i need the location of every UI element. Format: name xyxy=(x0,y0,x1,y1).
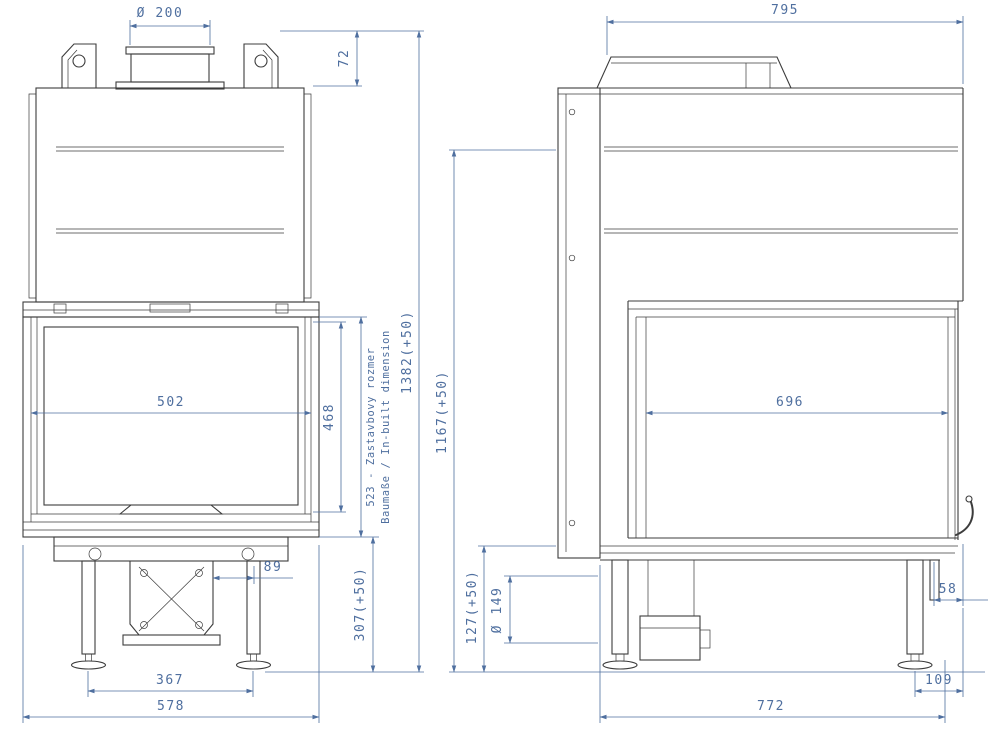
base-assembly-side xyxy=(602,559,940,670)
dimension-label: 772 xyxy=(757,699,785,714)
door-handle xyxy=(955,501,974,536)
dimension-label: 109 xyxy=(925,673,953,688)
dim-overall-width: 578 xyxy=(22,545,320,723)
dimension-label: Ø 200 xyxy=(137,6,184,21)
bolt-circle xyxy=(568,254,576,262)
bracket-plate xyxy=(243,43,279,88)
foot-disc-right xyxy=(235,660,272,670)
bracket-hole xyxy=(254,54,268,68)
dim-pedestal-to-leg: 89 xyxy=(212,560,293,584)
pedestal-bolt xyxy=(195,569,203,577)
side-dimensions: 795 1167(+50) 696 127(+50) Ø 149 xyxy=(435,3,988,723)
dimension-label: Ø 149 xyxy=(490,587,505,634)
casing-grooves xyxy=(56,146,284,234)
dimension-label: 89 xyxy=(264,560,283,575)
flue-collar xyxy=(115,46,225,90)
dimension-label: 1382(+50) xyxy=(400,310,415,394)
side-door xyxy=(600,300,974,561)
hinge-block-left xyxy=(53,303,67,314)
dim-base-frame-height: 127(+50) xyxy=(465,545,556,673)
side-grooves xyxy=(604,146,958,234)
front-view: Ø 200 72 1382(+50) 502 468 xyxy=(22,6,424,723)
dimension-label: 367 xyxy=(156,673,184,688)
bracket-hole xyxy=(72,54,86,68)
dim-inbuilt-height-side: 1167(+50) xyxy=(435,149,556,673)
dim-glass-depth: 696 xyxy=(645,395,949,416)
casing-flange-right xyxy=(304,93,312,299)
dim-glass-width: 502 xyxy=(30,395,312,416)
hinge-block-right xyxy=(275,303,289,314)
dimension-label: 127(+50) xyxy=(465,570,480,645)
ash-box-latch xyxy=(699,629,711,649)
bracket-plate xyxy=(61,43,97,88)
air-vent-handle xyxy=(118,504,224,515)
dimension-label: 307(+50) xyxy=(353,567,368,642)
dim-feet-spacing: 367 xyxy=(87,671,254,697)
dim-base-height: 307(+50) xyxy=(353,536,376,673)
dim-collar-height: 72 xyxy=(313,30,362,87)
dimension-label: 795 xyxy=(771,3,799,18)
inbuilt-label-line1: 523 - Zastavbovy rozmer xyxy=(365,347,377,506)
dimension-label: 58 xyxy=(939,582,958,597)
lifting-bracket-left xyxy=(61,43,97,88)
pedestal-plate xyxy=(122,634,221,646)
pedestal-bolt xyxy=(195,621,203,629)
pedestal-brace xyxy=(138,566,205,632)
dim-flue-diameter: Ø 200 xyxy=(129,6,211,45)
dimension-label: 1167(+50) xyxy=(435,370,450,454)
lifting-bracket-right xyxy=(243,43,279,88)
pedestal-bolt xyxy=(140,621,148,629)
flue-flange xyxy=(115,81,225,90)
bracket-inner-line xyxy=(67,49,78,88)
bolt-circle xyxy=(568,519,576,527)
foot-disc-front xyxy=(897,660,933,670)
rear-panel xyxy=(557,87,601,559)
dimension-label: 502 xyxy=(157,395,185,410)
side-body xyxy=(557,87,964,559)
inbuilt-label-line2: Baumaße / In-built dimension xyxy=(380,330,392,524)
casing-flange-left xyxy=(28,93,36,299)
dimension-label: 72 xyxy=(337,49,352,68)
bolt-circle xyxy=(241,547,255,561)
bracket-inner-line xyxy=(262,49,273,88)
bolt-circle xyxy=(88,547,102,561)
foot-disc-left xyxy=(70,660,107,670)
dim-outlet-diameter: Ø 149 xyxy=(490,575,598,644)
dim-overall-height: 1382(+50) xyxy=(280,30,424,673)
center-clip xyxy=(149,303,191,313)
pedestal-bolt xyxy=(140,569,148,577)
dim-overall-depth: 772 xyxy=(599,565,946,723)
dim-door-height: 468 xyxy=(313,321,346,513)
dim-top-depth: 795 xyxy=(606,3,964,84)
front-dimensions: Ø 200 72 1382(+50) 502 468 xyxy=(22,6,424,723)
dimension-label: 696 xyxy=(776,395,804,410)
dim-rear-gap: 58 xyxy=(933,544,988,606)
bolt-circle xyxy=(568,108,576,116)
dimension-label: 468 xyxy=(322,403,337,431)
foot-disc-rear xyxy=(602,660,638,670)
side-view: 795 1167(+50) 696 127(+50) Ø 149 xyxy=(435,3,988,723)
firebox-door xyxy=(22,316,320,538)
handle-knob xyxy=(965,495,973,503)
dimension-label: 578 xyxy=(157,699,185,714)
dim-inbuilt-height: 523 - Zastavbovy rozmer Baumaße / In-bui… xyxy=(319,316,392,538)
base-assembly-front xyxy=(53,536,289,670)
